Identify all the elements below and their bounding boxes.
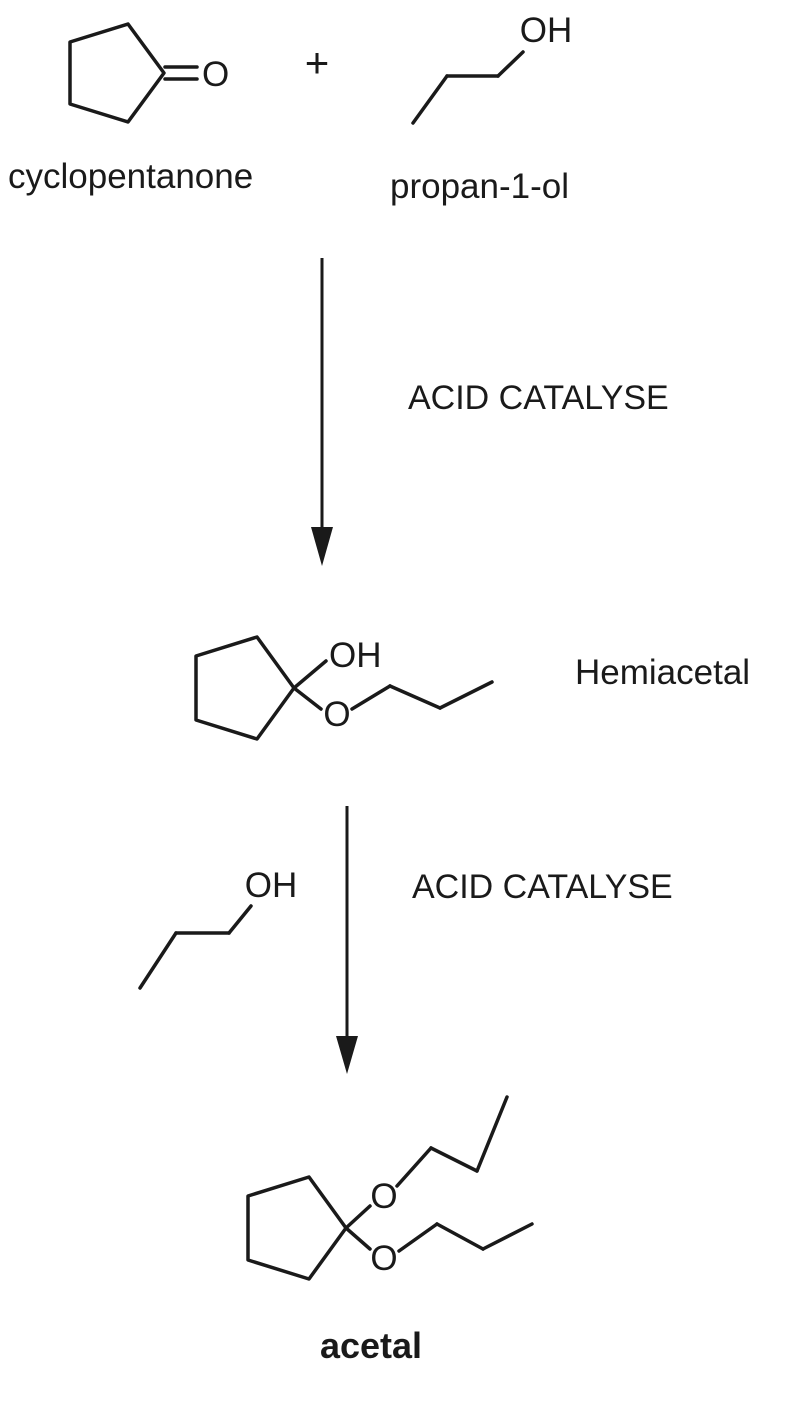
hemiacetal-ring bbox=[194, 635, 296, 741]
hemiacetal-chain-bond-2 bbox=[388, 684, 442, 710]
hemiacetal-ether-oxygen-label: O bbox=[323, 695, 350, 734]
propan-1-ol-structure: OH bbox=[411, 11, 573, 125]
reagent-hydroxyl-label: OH bbox=[245, 866, 298, 905]
reaction-arrow-1 bbox=[311, 258, 333, 566]
cyclopentanone-structure: O bbox=[68, 22, 229, 124]
hemiacetal-hydroxyl-label: OH bbox=[329, 636, 382, 675]
hemiacetal-chain-bond-3 bbox=[438, 680, 494, 710]
hemiacetal-bond-c-oh bbox=[292, 659, 328, 690]
hemiacetal-structure: OH O bbox=[194, 635, 494, 741]
acetal-ring bbox=[246, 1175, 348, 1281]
cyclopentanone-name-label: cyclopentanone bbox=[8, 157, 253, 196]
acetal-top-chain-bond-3 bbox=[475, 1095, 509, 1173]
acetal-structure: O O bbox=[246, 1095, 534, 1281]
plus-sign: + bbox=[305, 39, 330, 86]
acetal-top-chain-bond-2 bbox=[429, 1146, 479, 1173]
propan-1-ol-reagent-structure: OH bbox=[138, 866, 298, 990]
propanol-hydroxyl-label: OH bbox=[520, 11, 573, 50]
hemiacetal-name-label: Hemiacetal bbox=[575, 653, 750, 692]
acetal-bond-c-o-top bbox=[344, 1204, 372, 1230]
reagent-bond-o-c1 bbox=[227, 904, 253, 935]
acetal-ether-oxygen-top-label: O bbox=[370, 1177, 397, 1216]
acetal-top-chain-bond-1 bbox=[395, 1146, 433, 1188]
acid-catalyse-label-2: ACID CATALYSE bbox=[412, 868, 673, 906]
acetal-name-label: acetal bbox=[320, 1325, 422, 1366]
propanol-bond-c2-c3 bbox=[411, 74, 449, 125]
acetal-bottom-chain-bond-3 bbox=[481, 1222, 534, 1251]
cyclopentane-ring bbox=[68, 22, 166, 124]
propanol-name-label: propan-1-ol bbox=[390, 167, 569, 206]
acetal-bottom-chain-bond-1 bbox=[397, 1222, 439, 1253]
propanol-bond-o-c1 bbox=[496, 50, 525, 78]
down-arrow-icon bbox=[336, 1036, 358, 1074]
hemiacetal-bond-c-o bbox=[292, 686, 323, 711]
hemiacetal-chain-bond-1 bbox=[350, 684, 392, 711]
reagent-bond-c2-c3 bbox=[138, 931, 178, 990]
acetal-ether-oxygen-bottom-label: O bbox=[370, 1239, 397, 1278]
acetal-bottom-chain-bond-2 bbox=[435, 1222, 485, 1251]
acetal-bond-c-o-bottom bbox=[344, 1226, 372, 1251]
carbonyl-oxygen-label: O bbox=[202, 55, 229, 94]
down-arrow-icon bbox=[311, 527, 333, 566]
reaction-arrow-2 bbox=[336, 806, 358, 1074]
acid-catalyse-label-1: ACID CATALYSE bbox=[408, 379, 669, 417]
